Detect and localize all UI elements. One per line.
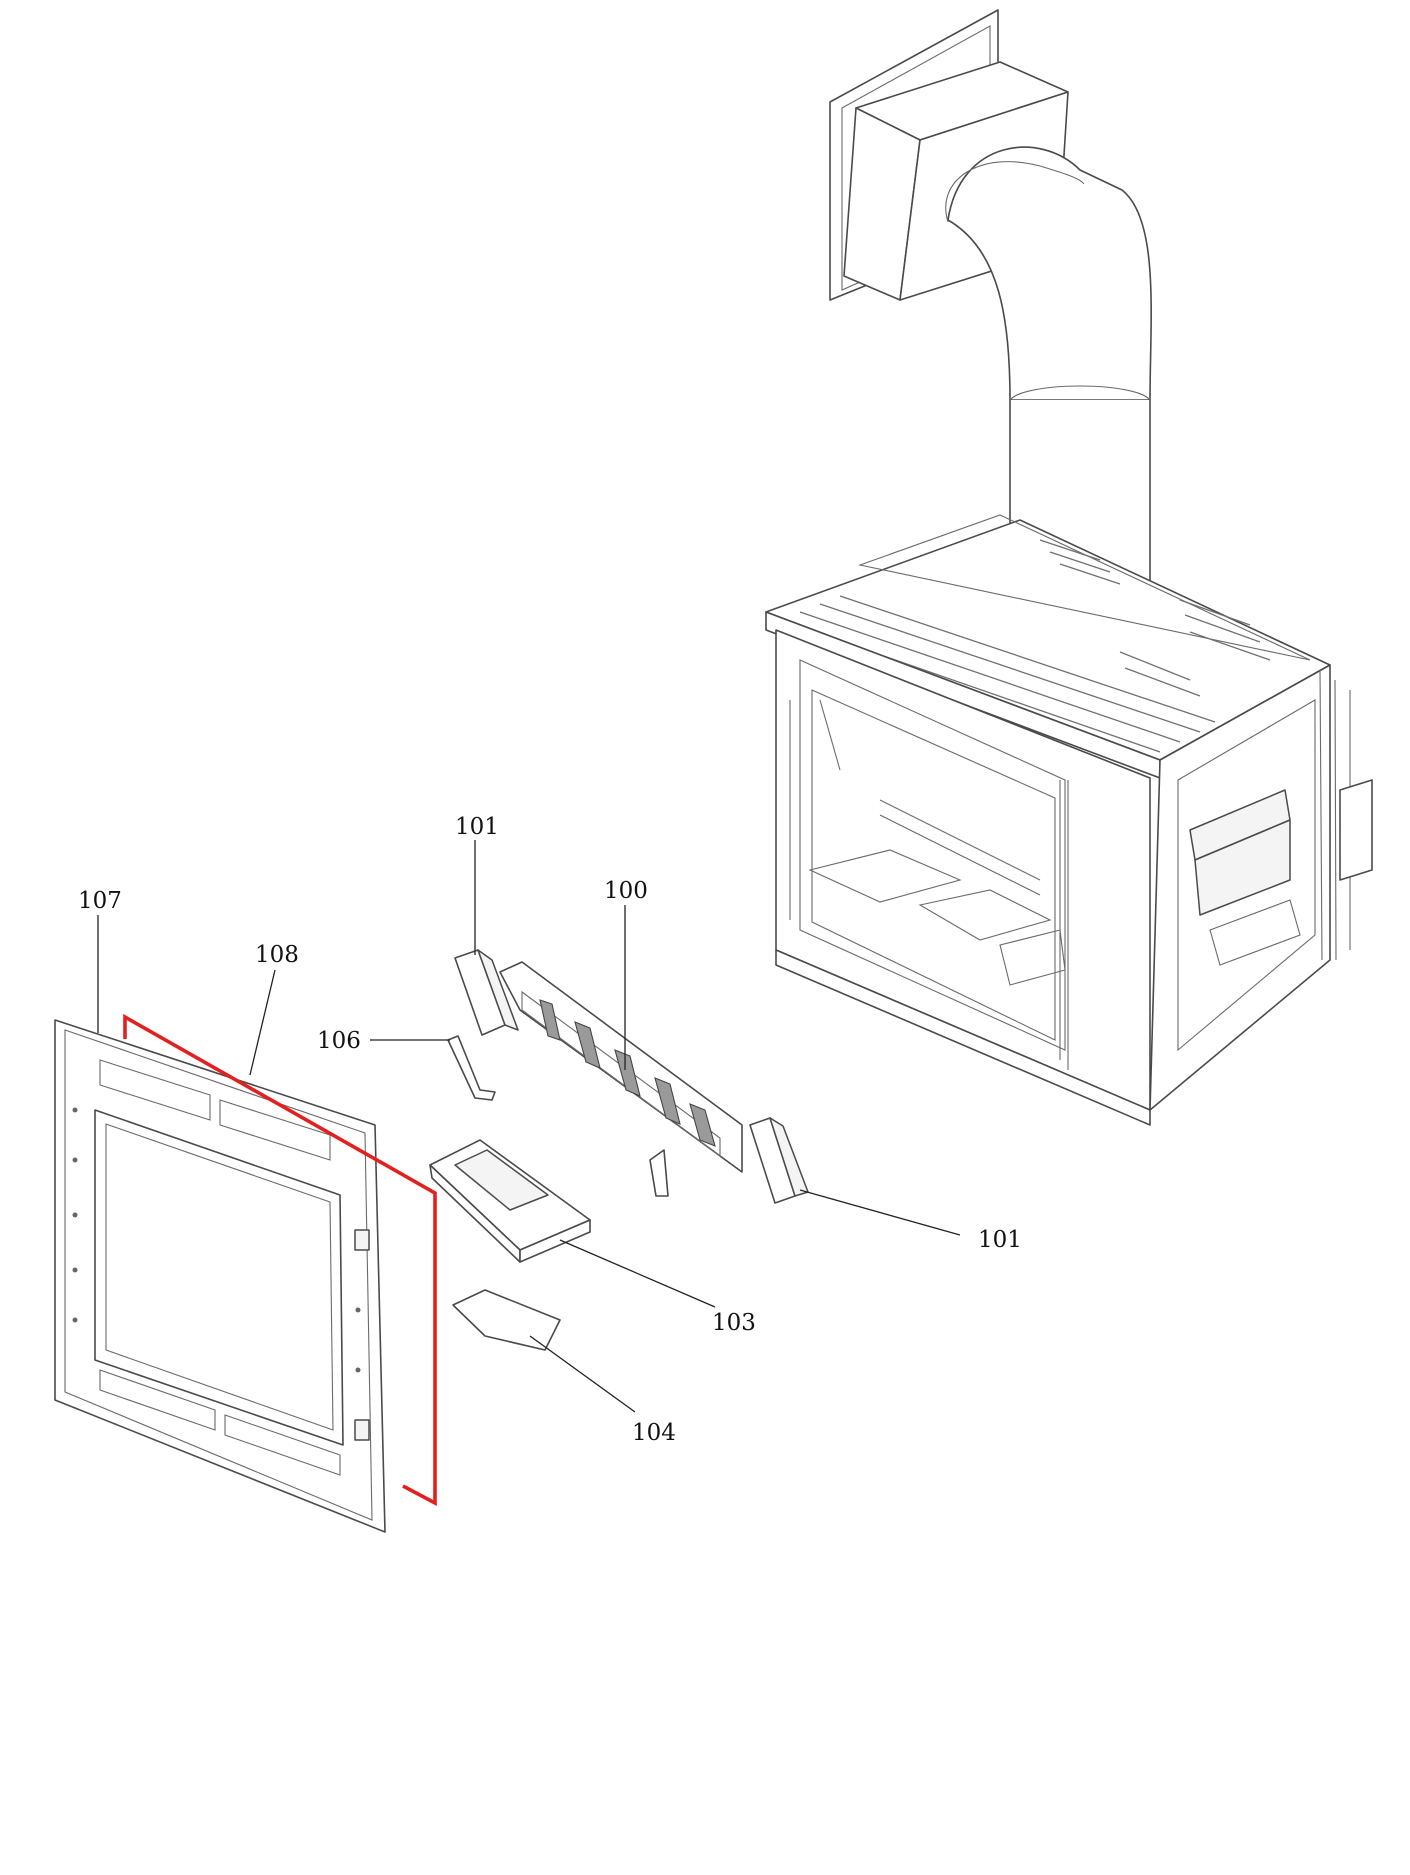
front-panel-part-107 xyxy=(54,1019,386,1533)
label-107: 107 xyxy=(78,888,122,914)
ash-tray-part-103 xyxy=(429,1139,591,1263)
clip-part-106 xyxy=(447,1035,496,1101)
baffle-part-100 xyxy=(499,961,743,1197)
side-bracket-part-101-bottom xyxy=(749,1117,809,1204)
label-100: 100 xyxy=(604,878,648,904)
label-104: 104 xyxy=(632,1420,676,1446)
gasket-part-108 xyxy=(123,1013,437,1506)
label-101-top: 101 xyxy=(455,814,499,840)
stove-assembly xyxy=(765,9,1373,1126)
label-103: 103 xyxy=(712,1310,756,1336)
label-101-bottom: 101 xyxy=(978,1227,1022,1253)
side-bracket-part-101-top xyxy=(454,949,519,1036)
leader-lines xyxy=(97,840,961,1413)
label-108: 108 xyxy=(255,942,299,968)
plate-part-104 xyxy=(452,1289,561,1351)
label-106: 106 xyxy=(317,1028,361,1054)
